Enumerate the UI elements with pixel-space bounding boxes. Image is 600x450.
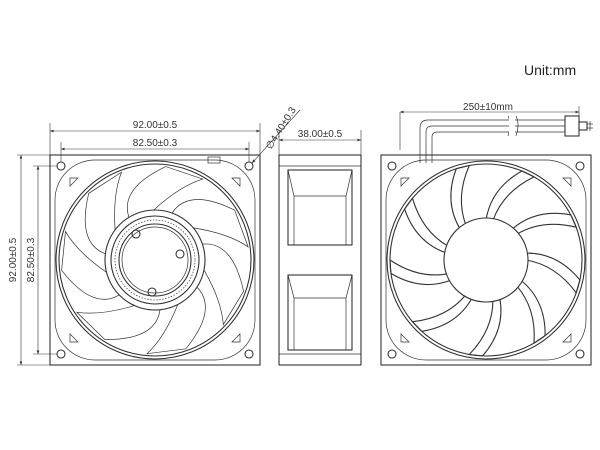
stator-spoke bbox=[524, 252, 581, 295]
front-fan-opening bbox=[55, 160, 255, 360]
stator-spoke bbox=[389, 258, 453, 285]
back-frame-outline bbox=[380, 154, 592, 366]
hub-screw bbox=[131, 229, 141, 239]
side-view: 38.00±0.5 bbox=[278, 129, 362, 366]
stator-spoke bbox=[485, 170, 536, 222]
stator-spoke bbox=[510, 212, 578, 235]
dim-overall-width: 92.00±0.5 bbox=[133, 120, 178, 131]
stator-spoke bbox=[411, 293, 474, 332]
dim-hole-diameter: ∅4.40±0.3 bbox=[264, 105, 299, 152]
mounting-hole-bottom-right bbox=[244, 349, 254, 359]
dim-lead-length: 250±10mm bbox=[463, 102, 513, 113]
back-motor-hub bbox=[443, 217, 529, 303]
fan-blade bbox=[171, 199, 249, 248]
stator-spoke bbox=[450, 164, 471, 231]
lead-wire bbox=[431, 131, 565, 163]
dim-hole-pitch-height: 82.50±0.3 bbox=[26, 237, 37, 282]
lead-wire bbox=[419, 119, 565, 163]
hole-diameter-leader bbox=[251, 109, 301, 164]
mounting-hole-bottom-left bbox=[56, 349, 66, 359]
corner-mark bbox=[231, 177, 241, 187]
back-spokes bbox=[389, 164, 581, 357]
lead-wire bbox=[425, 125, 565, 163]
fan-blade bbox=[75, 305, 161, 340]
side-upper-opening bbox=[287, 169, 353, 246]
corner-mark bbox=[69, 177, 79, 187]
fan-blade bbox=[84, 171, 123, 255]
back-fan-opening bbox=[386, 160, 586, 360]
fan-blade bbox=[61, 230, 120, 300]
connector-housing bbox=[564, 115, 580, 137]
hub-screw bbox=[175, 249, 185, 259]
hub-recess bbox=[121, 226, 189, 294]
front-venturi-edge bbox=[54, 159, 256, 361]
front-view: 92.00±0.5 82.50±0.3 92.00±0.5 82.50±0.3 … bbox=[8, 105, 301, 366]
hub-knurl bbox=[114, 219, 196, 301]
stator-spoke bbox=[468, 296, 502, 357]
mounting-hole-top-left bbox=[56, 161, 66, 171]
fan-blade bbox=[202, 243, 244, 326]
back-venturi-edge bbox=[385, 159, 587, 361]
corner-mark bbox=[231, 333, 241, 343]
dim-overall-height: 92.00±0.5 bbox=[8, 237, 19, 282]
mounting-hole-top-right bbox=[244, 161, 254, 171]
fan-blade bbox=[127, 166, 204, 218]
lead-notch bbox=[207, 156, 221, 164]
mounting-hole-top-right bbox=[575, 161, 585, 171]
mounting-hole-bottom-right bbox=[575, 349, 585, 359]
dim-depth: 38.00±0.5 bbox=[298, 129, 343, 140]
hub-screw bbox=[147, 287, 157, 297]
unit-label: Unit:mm bbox=[524, 62, 576, 78]
back-view: 250±10mm bbox=[380, 102, 593, 366]
front-frame-outline bbox=[49, 154, 261, 366]
front-blades bbox=[61, 166, 249, 355]
hub-ring bbox=[110, 215, 200, 305]
fan-blade bbox=[145, 286, 206, 355]
side-outline bbox=[278, 154, 362, 366]
hub-outer bbox=[104, 209, 206, 311]
mounting-hole-bottom-left bbox=[387, 349, 397, 359]
connector-tab bbox=[578, 121, 588, 131]
stator-spoke bbox=[515, 279, 546, 345]
hub-inner bbox=[118, 223, 192, 297]
mounting-hole-top-left bbox=[387, 161, 397, 171]
front-fan-opening-inner bbox=[58, 163, 252, 357]
corner-mark bbox=[69, 333, 79, 343]
stator-spoke bbox=[403, 197, 450, 254]
dim-hole-pitch-width: 82.50±0.3 bbox=[133, 138, 178, 149]
side-lower-opening bbox=[287, 274, 353, 351]
